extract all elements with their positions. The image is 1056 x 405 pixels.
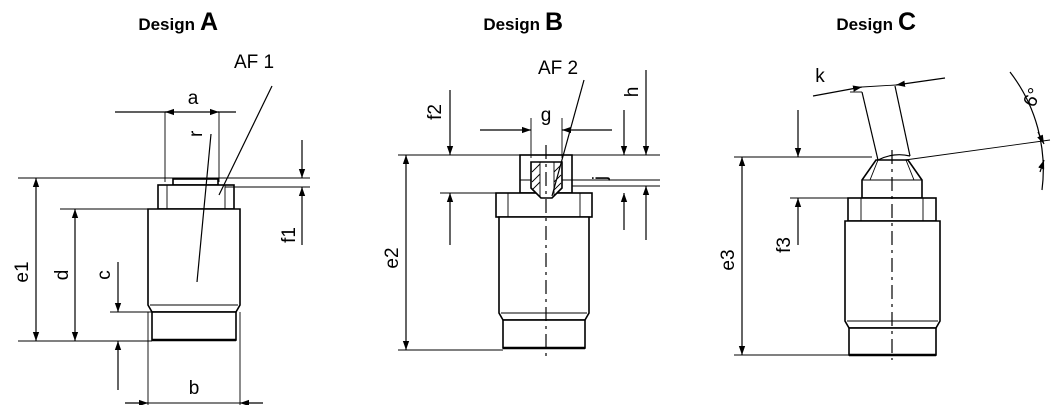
af2-leader	[551, 79, 585, 197]
design-b-thread	[502, 319, 586, 349]
dimension-e3-label: e3	[718, 249, 739, 270]
design-c-nozzle-right-edge	[894, 85, 911, 157]
design-b-body	[498, 216, 590, 321]
af1-leader	[218, 85, 273, 196]
design-a-title-prefix: Design	[138, 15, 195, 34]
design-b-title-letter: B	[545, 8, 563, 36]
af1-label: AF 1	[234, 52, 274, 73]
design-c-title-prefix: Design	[836, 15, 893, 34]
dimension-c-label: c	[94, 270, 115, 280]
dimension-a-label: a	[188, 88, 199, 109]
dimension-b-label: b	[189, 378, 200, 399]
dimension-k-right-arrow	[895, 77, 946, 87]
radius-r-label: r	[186, 130, 207, 137]
design-a-drawing: a AF 1 r e1 d c b f1	[12, 52, 310, 405]
angle-label: 6°	[1020, 85, 1047, 110]
design-a-thread	[151, 311, 237, 341]
design-c-nozzle-left-edge	[861, 91, 879, 161]
dimension-k-label: k	[815, 66, 825, 87]
design-c-title-letter: C	[898, 8, 916, 36]
radius-r-leader	[196, 133, 212, 283]
dimension-e2-label: e2	[382, 247, 403, 268]
dimension-e1-label: e1	[12, 261, 33, 282]
dimension-f1-label: f1	[279, 227, 300, 243]
dimension-k-left-arrow	[812, 85, 863, 97]
af2-label: AF 2	[538, 58, 578, 79]
design-b-drawing: AF 2 g f2 e2 j h	[382, 58, 660, 358]
dimension-h-label: h	[622, 87, 643, 98]
design-b-title-prefix: Design	[483, 15, 540, 34]
dimension-j-label: j	[590, 176, 611, 181]
dimension-d-label: d	[52, 270, 73, 281]
dimension-f2-label: f2	[425, 104, 446, 120]
design-a-tip	[172, 178, 219, 186]
angle-arc	[1009, 71, 1044, 191]
design-a-body	[147, 208, 241, 313]
design-c-drawing: k 6° f3 e3	[718, 66, 1051, 360]
design-a-title-letter: A	[200, 8, 218, 36]
dimension-g-label: g	[541, 105, 552, 126]
dimension-f3-label: f3	[774, 237, 795, 253]
